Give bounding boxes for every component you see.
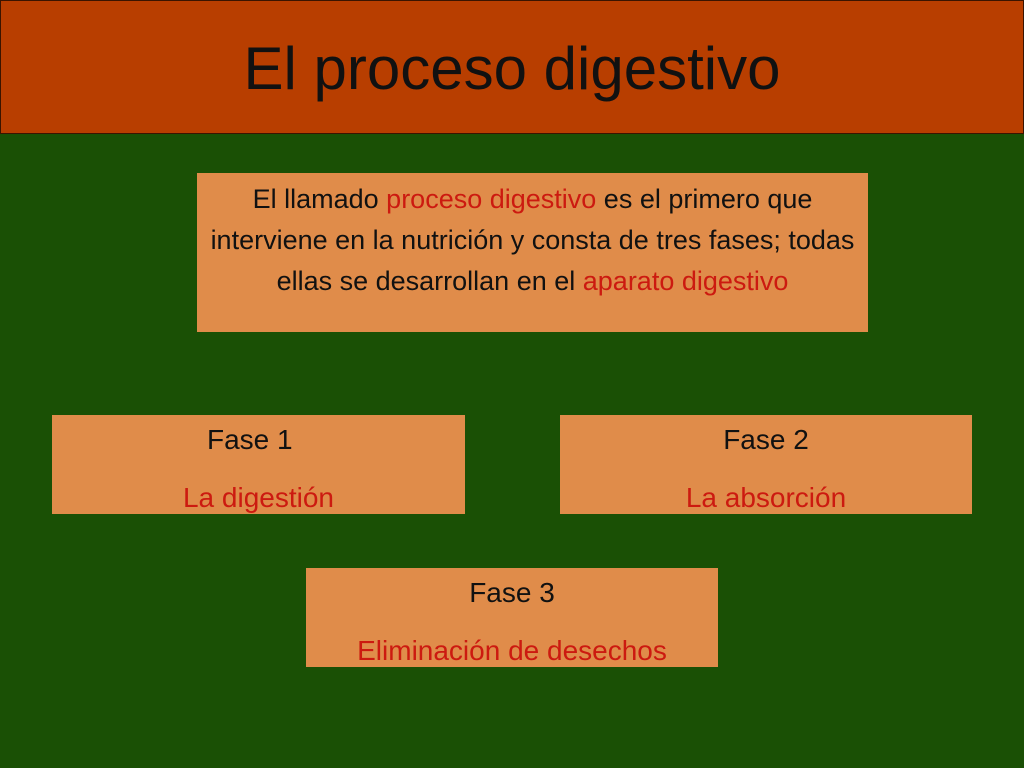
phase-3-name: Eliminación de desechos — [357, 635, 667, 666]
phase-1-box: Fase 1 La digestión — [52, 415, 465, 514]
intro-text-box: El llamado proceso digestivo es el prime… — [197, 173, 868, 332]
slide-title: El proceso digestivo — [243, 35, 781, 102]
intro-text-part2: es el primero que interviene en la nutri… — [210, 184, 855, 296]
phase-2-name: La absorción — [685, 482, 847, 513]
title-bar: El proceso digestivo — [0, 0, 1024, 134]
phase-3-label: Fase 3 — [469, 577, 555, 608]
phase-3-box: Fase 3 Eliminación de desechos — [306, 568, 718, 667]
phase-1-name: La digestión — [182, 482, 334, 513]
phase-1-label: Fase 1 — [207, 424, 293, 455]
intro-text-part1: El llamado — [252, 184, 387, 214]
intro-highlight-proceso-digestivo: proceso digestivo — [386, 184, 597, 214]
phase-2-label: Fase 2 — [723, 424, 809, 455]
phase-2-box: Fase 2 La absorción — [560, 415, 972, 514]
intro-highlight-aparato-digestivo: aparato digestivo — [582, 266, 789, 296]
